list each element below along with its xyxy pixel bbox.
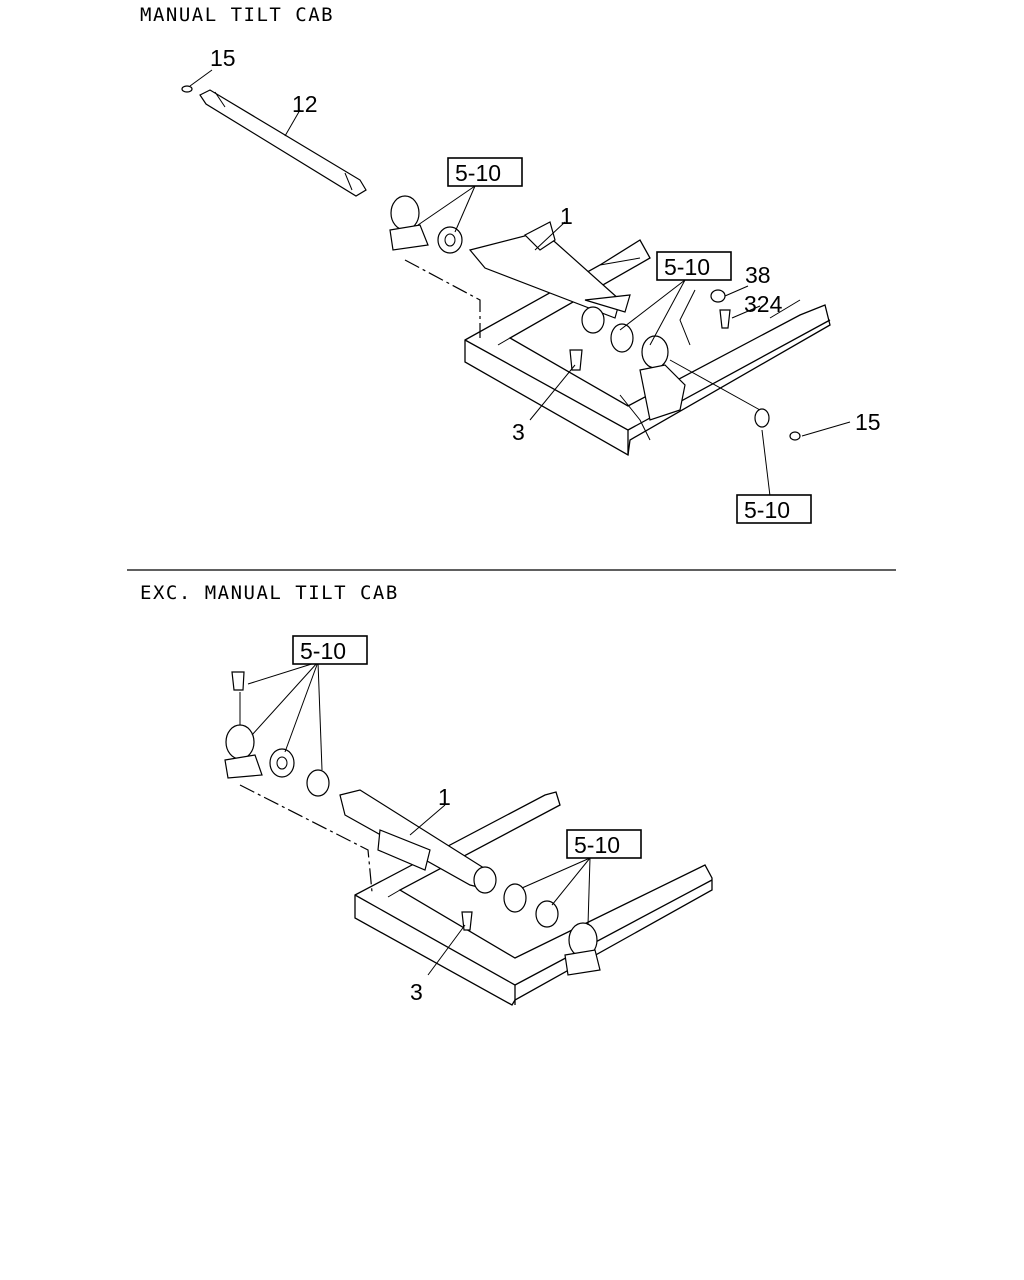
bottom-bearing-parts — [224, 671, 601, 976]
ref-box — [447, 157, 523, 187]
ref-label-5-10: 5-10 — [744, 497, 790, 523]
callout-38: 38 — [745, 262, 771, 288]
ref-label-5-10: 5-10 — [664, 254, 710, 280]
callout-12: 12 — [292, 91, 318, 117]
ref-label-5-10: 5-10 — [455, 160, 501, 186]
bottom-leader-lines — [239, 661, 591, 976]
top-leader-lines — [189, 69, 851, 497]
ref-label-5-10: 5-10 — [574, 832, 620, 858]
callout-1: 1 — [560, 203, 573, 229]
ref-label-5-10: 5-10 — [300, 638, 346, 664]
callout-324: 324 — [744, 291, 783, 317]
ref-box — [736, 494, 812, 524]
section-title-exc-manual-tilt-cab: EXC. MANUAL TILT CAB — [140, 582, 399, 604]
callout-3: 3 — [410, 979, 423, 1005]
ref-box — [656, 251, 732, 281]
bottom-frame-drawing — [354, 791, 713, 1006]
tilt-rod — [181, 85, 367, 197]
ref-box — [292, 635, 368, 665]
callout-1: 1 — [438, 784, 451, 810]
top-bearing-parts — [389, 195, 801, 441]
callout-15: 15 — [210, 45, 236, 71]
callout-3: 3 — [512, 419, 525, 445]
ref-box — [566, 829, 642, 859]
callout-15: 15 — [855, 409, 881, 435]
clip-ring-icon — [181, 85, 193, 93]
section-title-manual-tilt-cab: MANUAL TILT CAB — [140, 4, 334, 26]
